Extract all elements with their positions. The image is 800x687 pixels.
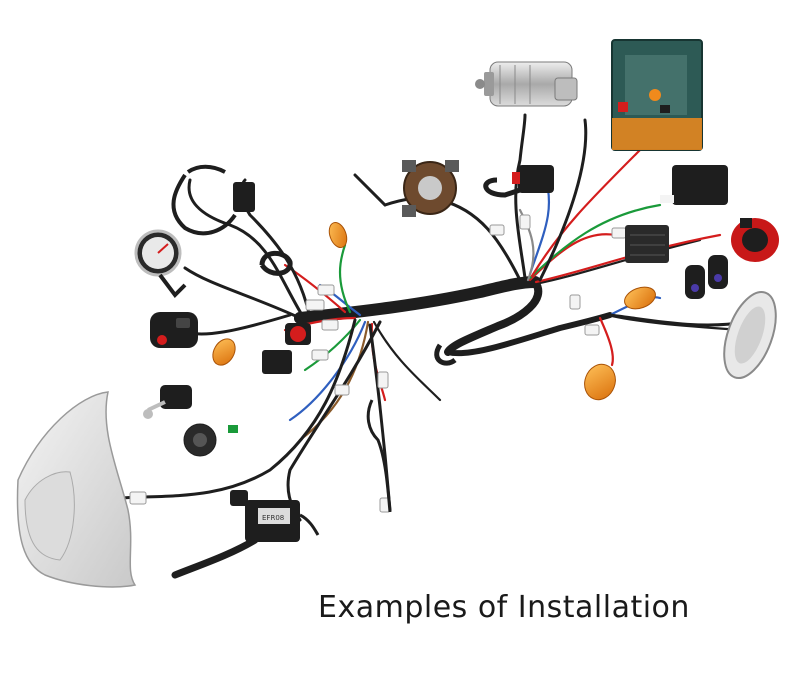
battery [611,39,703,151]
brake-lever [171,490,320,579]
start-button [285,323,311,345]
stator [402,160,459,217]
brake-switch-cable [366,399,392,513]
label-plate-text: EFR08 [262,514,284,522]
headlight-cowl [16,391,137,588]
starter-motor [475,61,578,107]
ignition-coil [171,164,255,236]
rectifier [625,225,669,263]
cdi-unit [660,165,728,205]
horn [183,423,238,457]
key-switch [143,385,192,419]
connector-plugs [129,214,627,513]
speedometer [134,229,187,299]
remote-fobs [685,255,728,299]
caption: Examples of Installation [318,590,690,625]
tail-light [723,291,777,379]
flasher-relay [262,350,292,374]
turn-signals [212,221,656,401]
handlebar-switch [150,312,198,348]
starter-relay [512,165,554,193]
alarm-siren [731,218,779,262]
wire-bundle [283,148,742,442]
harness-loop [259,177,521,366]
